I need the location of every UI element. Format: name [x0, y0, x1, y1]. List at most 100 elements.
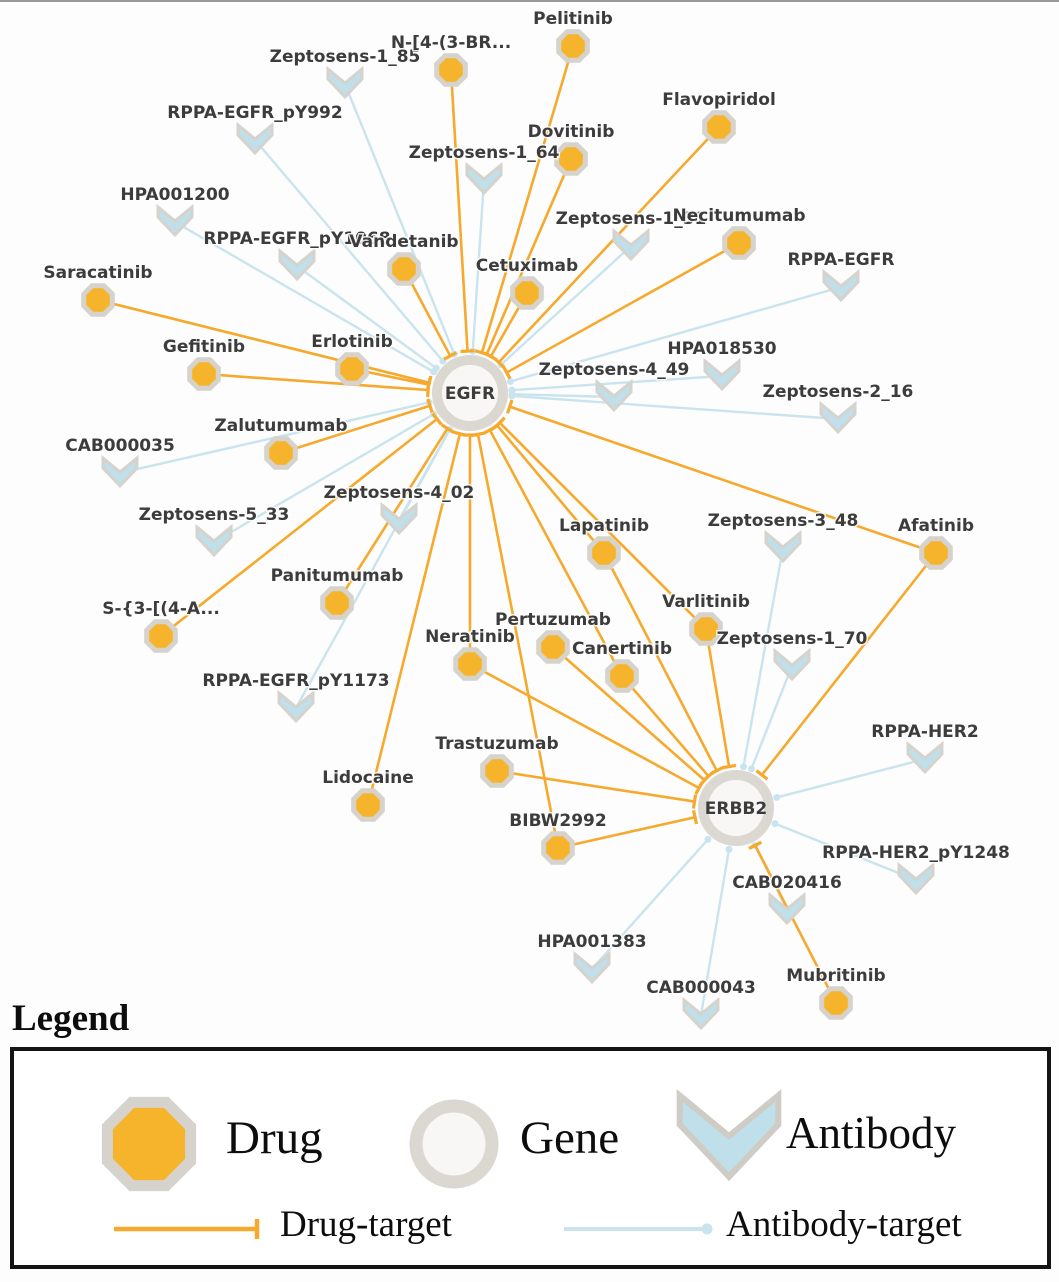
legend-drug-target-label: Drug-target	[280, 1204, 452, 1245]
antibody-node[interactable]	[195, 523, 233, 558]
drug-label: Panitumumab	[271, 566, 404, 586]
antibody-label: RPPA-EGFR_pY992	[167, 103, 342, 123]
antibody-target-edge	[471, 179, 486, 352]
antibody-node[interactable]	[703, 357, 741, 392]
drug-node[interactable]	[480, 754, 514, 788]
drug-target-edge	[280, 404, 431, 455]
drug-node[interactable]	[541, 831, 575, 865]
drug-node[interactable]	[689, 612, 723, 646]
antibody-label: RPPA-EGFR_pY1173	[202, 671, 389, 691]
drug-label: Vandetanib	[349, 232, 458, 252]
antibody-label: HPA001383	[537, 932, 646, 952]
drug-label: N-[4-(3-BR...	[391, 33, 511, 53]
drug-node[interactable]	[587, 536, 621, 570]
drug-edge-tee	[505, 399, 514, 414]
antibody-target-edge	[296, 265, 437, 370]
drug-edge-tee	[755, 769, 769, 781]
drug-node[interactable]	[453, 647, 487, 681]
antibody-node[interactable]	[819, 400, 857, 435]
gene-node[interactable]	[432, 355, 508, 431]
drug-node[interactable]	[819, 986, 853, 1020]
drug-label: Pelitinib	[533, 9, 613, 29]
antibody-target-edge	[511, 392, 615, 399]
antibody-node[interactable]	[682, 996, 720, 1031]
antibody-node[interactable]	[278, 247, 316, 282]
antibody-node[interactable]	[768, 891, 806, 926]
legend-antibody-label: Antibody	[786, 1108, 957, 1158]
antibody-node[interactable]	[612, 227, 650, 262]
antibody-label: Zeptosens-1_31	[556, 209, 707, 229]
drug-label: Flavopiridol	[662, 90, 776, 110]
drug-edge-tee	[493, 416, 506, 429]
drug-target-edge	[602, 552, 718, 772]
antibody-node[interactable]	[236, 121, 274, 156]
drug-edge-tee	[452, 430, 468, 438]
drug-target-edge	[704, 628, 731, 767]
drug-target-edge	[552, 646, 706, 782]
legend-title: Legend	[12, 998, 130, 1039]
antibody-node[interactable]	[595, 378, 633, 413]
labels-layer: Zeptosens-1_85RPPA-EGFR_pY992HPA001200Ze…	[42, 8, 1011, 1000]
drug-target-edge	[506, 241, 740, 374]
antibody-node[interactable]	[822, 268, 860, 303]
drug-node[interactable]	[554, 142, 588, 176]
drug-label: Afatinib	[898, 516, 974, 536]
drug-node[interactable]	[264, 436, 298, 470]
drug-node[interactable]	[81, 283, 115, 317]
antibody-node[interactable]	[326, 65, 364, 100]
antibody-label: Zeptosens-1_85	[270, 47, 421, 67]
antibody-target-edge	[742, 547, 785, 767]
drug-node[interactable]	[144, 619, 178, 653]
antibody-node[interactable]	[465, 161, 503, 196]
antibody-edge-dot	[506, 377, 514, 385]
drug-node[interactable]	[320, 586, 354, 620]
antibody-node[interactable]	[156, 203, 194, 238]
drug-node[interactable]	[387, 252, 421, 286]
drug-label: Saracatinib	[43, 263, 152, 283]
antibody-target-edge	[774, 822, 917, 882]
drug-target-edge	[754, 844, 838, 1004]
drug-target-edge	[97, 298, 430, 385]
antibody-target-edge	[511, 394, 839, 421]
antibody-target-edge	[699, 849, 731, 1016]
drug-node[interactable]	[510, 276, 544, 310]
antibody-node[interactable]	[277, 689, 315, 724]
drug-target-edge	[496, 769, 695, 803]
drug-node[interactable]	[605, 659, 639, 693]
drug-label: Mubritinib	[786, 966, 885, 986]
drug-label: Cetuximab	[476, 256, 578, 276]
gene-label: EGFR	[445, 384, 495, 404]
drug-node[interactable]	[919, 536, 953, 570]
drug-label: Pertuzumab	[495, 610, 611, 630]
legend-gene-label: Gene	[520, 1112, 620, 1164]
drug-node[interactable]	[556, 29, 590, 63]
antibody-node[interactable]	[101, 454, 139, 489]
drug-node[interactable]	[351, 788, 385, 822]
antibody-label: CAB000035	[65, 436, 175, 456]
antibody-node[interactable]	[380, 501, 418, 536]
antibody-node[interactable]	[897, 861, 935, 896]
antibody-target-edge	[750, 665, 794, 770]
antibody-target-edge	[343, 83, 456, 355]
drug-node[interactable]	[702, 110, 736, 144]
drug-node[interactable]	[536, 630, 570, 664]
legend-box: Drug Gene Antibody Drug-target Antibody-…	[10, 1047, 1051, 1269]
drug-edge-tee	[443, 351, 458, 361]
drug-node[interactable]	[434, 53, 468, 87]
antibody-node[interactable]	[573, 950, 611, 985]
drug-label: Varlitinib	[662, 592, 750, 612]
drug-node[interactable]	[722, 226, 756, 260]
drug-target-edge	[469, 662, 700, 790]
drug-target-edge	[488, 429, 624, 677]
antibody-node[interactable]	[773, 647, 811, 682]
drug-edge-tee	[691, 794, 698, 809]
legend-icons-canvas	[101, 1089, 782, 1239]
gene-node[interactable]	[698, 770, 774, 846]
antibody-label: CAB000043	[646, 978, 756, 998]
drug-node[interactable]	[187, 357, 221, 391]
nodes-layer	[81, 29, 953, 1031]
antibody-node[interactable]	[764, 529, 802, 564]
antibody-node[interactable]	[906, 740, 944, 775]
drug-label: Canertinib	[572, 639, 672, 659]
drug-node[interactable]	[335, 352, 369, 386]
